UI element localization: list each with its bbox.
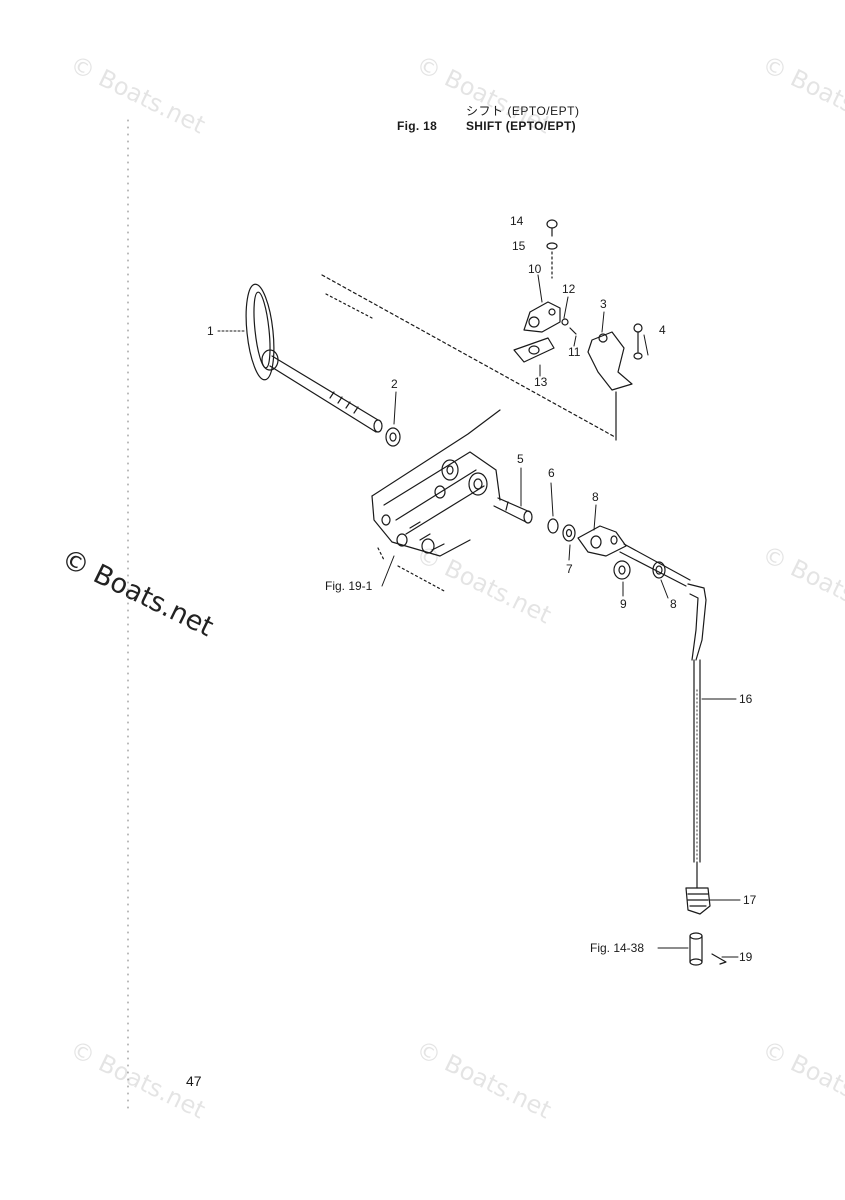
shift-shaft-pin: [493, 497, 533, 524]
housing-edge-line: [321, 274, 616, 438]
callout-9: 9: [620, 597, 627, 611]
rod-connector-part: [685, 861, 711, 915]
holder-bracket-part: [587, 331, 633, 441]
callout-10: 10: [528, 262, 542, 276]
callout-16: 16: [739, 692, 753, 706]
callout-11: 11: [568, 345, 581, 359]
callout-15: 15: [512, 239, 526, 253]
figure-reference-14-38: Fig. 14-38: [590, 941, 645, 955]
page-number: 47: [186, 1073, 202, 1089]
callout-3: 3: [600, 297, 607, 311]
callout-1: 1: [207, 324, 214, 338]
leader-lines: [217, 274, 741, 958]
cotter-pin-part: [711, 953, 727, 965]
callout-7: 7: [566, 562, 573, 576]
screw-part: [633, 323, 643, 360]
diagram-title-japanese: シフト (EPTO/EPT): [466, 104, 580, 118]
shift-rod: [687, 583, 707, 863]
figure-number: Fig. 18: [397, 119, 438, 133]
figure-reference-19-1: Fig. 19-1: [325, 579, 373, 593]
small-pin-parts: [561, 318, 577, 335]
callout-6: 6: [548, 466, 555, 480]
callout-2: 2: [391, 377, 398, 391]
callout-5: 5: [517, 452, 524, 466]
grommet-part: [613, 560, 631, 580]
callout-12: 12: [562, 282, 576, 296]
clip-part: [652, 561, 666, 579]
washer-part: [547, 518, 559, 534]
shift-arm-part: [577, 525, 691, 587]
callout-8-arm: 8: [592, 490, 599, 504]
lower-rod: [689, 932, 703, 966]
shift-lever-assembly: [245, 283, 383, 433]
callout-17: 17: [743, 893, 757, 907]
spacer-part: [562, 524, 576, 542]
diagram-title: SHIFT (EPTO/EPT): [466, 119, 576, 133]
callout-8-clip: 8: [670, 597, 677, 611]
cable-bracket-part: [523, 301, 561, 333]
callout-14: 14: [510, 214, 524, 228]
callout-4: 4: [659, 323, 666, 337]
bolt-part: [546, 219, 558, 279]
callout-19: 19: [739, 950, 753, 964]
housing-bracket: [371, 409, 501, 593]
bushing-part: [385, 427, 401, 447]
plate-part: [513, 337, 555, 363]
callout-13: 13: [534, 375, 548, 389]
